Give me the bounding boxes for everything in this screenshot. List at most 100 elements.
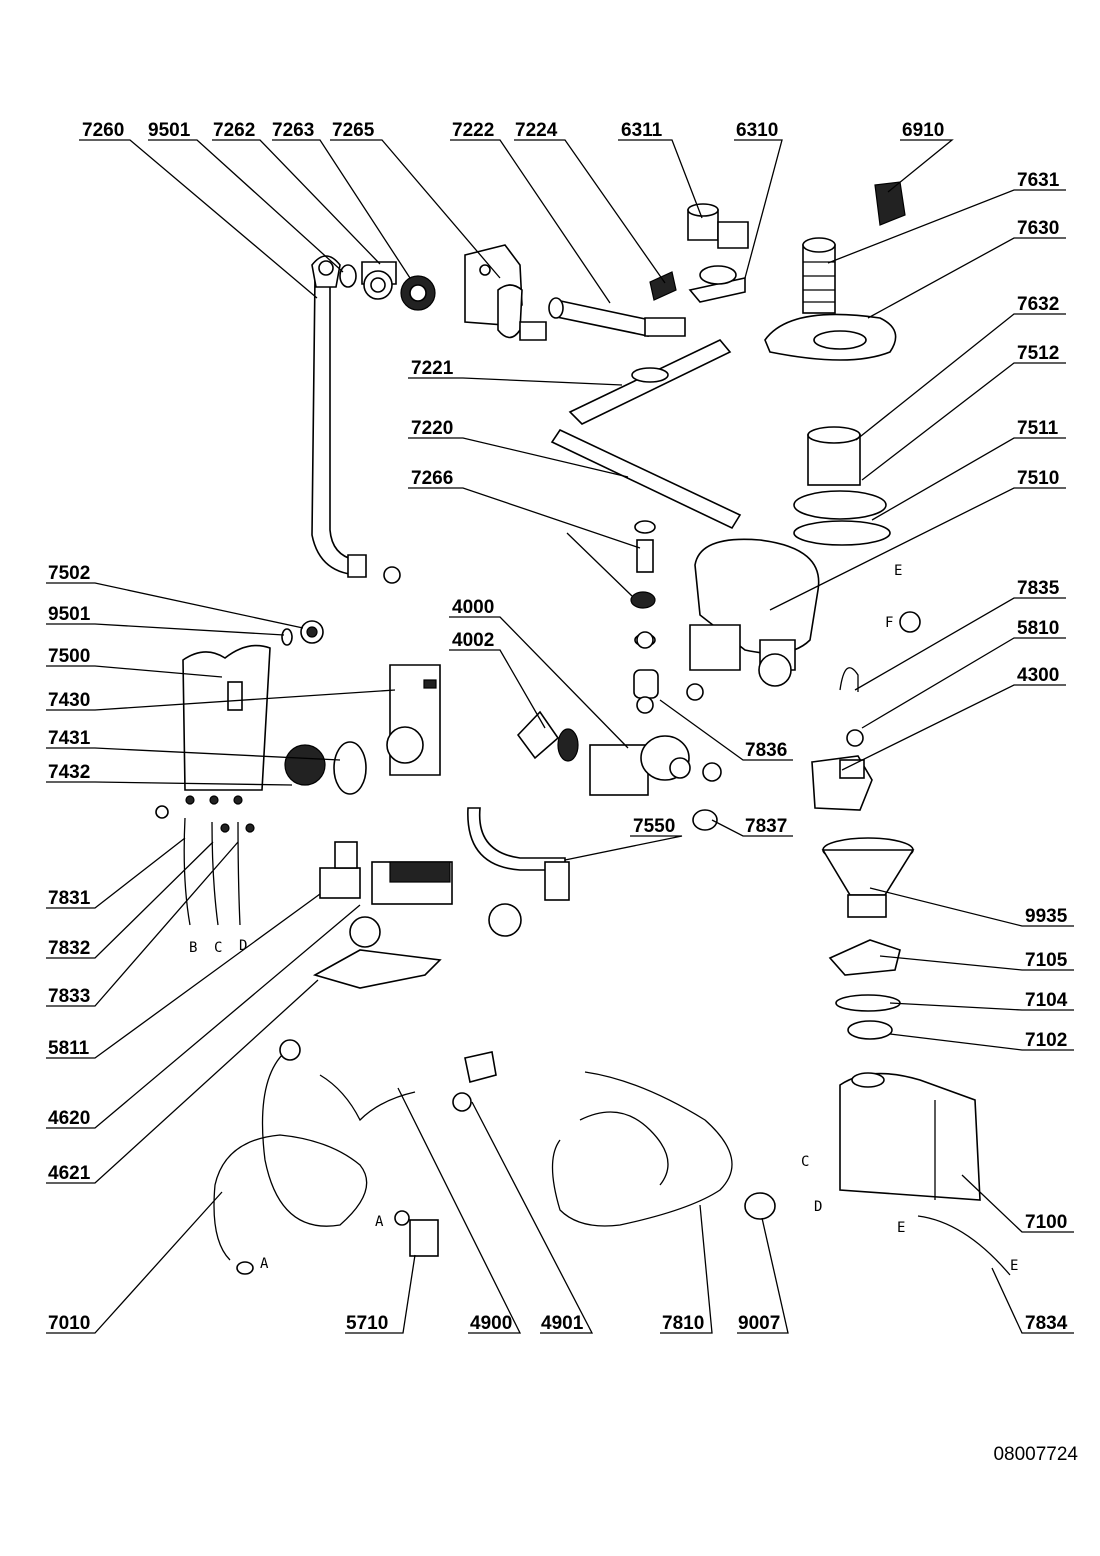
label-7102: 7102 [1025, 1030, 1067, 1051]
label-7630: 7630 [1017, 218, 1059, 239]
bracket-7224 [649, 271, 677, 301]
label-7105: 7105 [1025, 950, 1068, 971]
sensor-4901 [452, 1051, 497, 1112]
bracket-4621 [312, 949, 442, 989]
label-7632: 7632 [1017, 294, 1059, 315]
coupler-4002 [516, 710, 579, 762]
cap-6310 [688, 265, 746, 303]
label-9501b: 9501 [48, 604, 91, 625]
hose-7836 [633, 631, 704, 714]
valve-5811 [319, 841, 522, 948]
label-7265: 7265 [332, 120, 375, 141]
label-7835: 7835 [1017, 578, 1060, 599]
label-7220: 7220 [411, 418, 453, 439]
label-7431: 7431 [48, 728, 91, 749]
label-4621: 4621 [48, 1163, 91, 1184]
ring-9501 [339, 264, 357, 288]
microfilter-7632 [807, 426, 861, 486]
label-7260: 7260 [82, 120, 124, 141]
label-6310: 6310 [736, 120, 778, 141]
clamp-f [899, 611, 921, 633]
label-7550: 7550 [633, 816, 675, 837]
hose-7550-end [544, 861, 570, 901]
clip-7262 [361, 261, 397, 300]
label-7836: 7836 [745, 740, 787, 761]
label-7432: 7432 [48, 762, 90, 783]
hoses-7831-7833 [155, 805, 255, 926]
bracket-6910 [874, 181, 906, 226]
plate-7630 [764, 313, 897, 361]
housing-7265 [464, 244, 547, 341]
label-7502: 7502 [48, 563, 90, 584]
letter-c: C [214, 940, 222, 956]
label-7833: 7833 [48, 986, 90, 1007]
label-7430: 7430 [48, 690, 90, 711]
ring-7102 [847, 1020, 893, 1040]
label-7262: 7262 [213, 120, 255, 141]
label-5810: 5810 [1017, 618, 1059, 639]
cable-4900 [319, 1074, 416, 1122]
letter-e-hose: E [1010, 1258, 1018, 1274]
label-7834: 7834 [1025, 1313, 1068, 1334]
label-7104: 7104 [1025, 990, 1068, 1011]
motor-4300 [811, 755, 873, 811]
softener-7500 [182, 644, 271, 805]
label-5710: 5710 [346, 1313, 388, 1334]
inlet-hose-7010 [213, 1051, 368, 1261]
label-7266: 7266 [411, 468, 453, 489]
label-7222: 7222 [452, 120, 494, 141]
label-7263: 7263 [272, 120, 314, 141]
dispenser-7430 [386, 664, 441, 776]
funnel-9935 [821, 837, 915, 918]
bushing-9007 [744, 1192, 776, 1220]
elbow-7837 [692, 809, 718, 831]
label-7837: 7837 [745, 816, 787, 837]
cap-7432 [284, 744, 326, 786]
filter-7631 [802, 237, 836, 314]
callout-labels: 7260 9501 7262 7263 7265 7222 7224 6311 … [48, 120, 1068, 1334]
label-7010: 7010 [48, 1313, 90, 1334]
label-4300: 4300 [1017, 665, 1059, 686]
label-7511: 7511 [1017, 418, 1059, 439]
label-9007: 9007 [738, 1313, 780, 1334]
label-9935: 9935 [1025, 906, 1068, 927]
label-4901: 4901 [541, 1313, 584, 1334]
letter-e: E [894, 563, 902, 579]
stack-7266 [630, 520, 656, 647]
spray-tube-7222 [548, 297, 686, 337]
label-4900: 4900 [470, 1313, 512, 1334]
ring-7512 [793, 490, 887, 520]
label-9501: 9501 [148, 120, 191, 141]
label-7510: 7510 [1017, 468, 1059, 489]
label-7100: 7100 [1025, 1212, 1067, 1233]
seal-7431 [333, 741, 367, 795]
connection-letters: B C D E F A A C D E E [189, 563, 1018, 1274]
tank-7100 [839, 1072, 981, 1201]
letter-b: B [189, 940, 197, 956]
drain-hose-7810 [551, 1071, 733, 1227]
label-4620: 4620 [48, 1108, 90, 1129]
hose-7834 [917, 1215, 1011, 1276]
label-4002: 4002 [452, 630, 494, 651]
valve-5710 [394, 1210, 439, 1257]
lower-arm-7220 [550, 428, 742, 530]
label-6311: 6311 [621, 120, 663, 141]
seal-7511 [793, 520, 891, 546]
label-7831: 7831 [48, 888, 91, 909]
diagram-reference-number: 08007724 [993, 1444, 1078, 1465]
label-7810: 7810 [662, 1313, 704, 1334]
sump-7510 [689, 538, 820, 687]
label-7500: 7500 [48, 646, 90, 667]
letter-e-tank: E [897, 1220, 905, 1236]
ring-9501b [281, 628, 293, 646]
pump-4000 [589, 735, 722, 796]
sensor-5810 [846, 729, 864, 747]
letter-c-tank: C [801, 1154, 809, 1170]
label-4000: 4000 [452, 597, 494, 618]
label-7832: 7832 [48, 938, 90, 959]
holder-6311 [687, 203, 749, 249]
part-drawings [155, 181, 1011, 1276]
nut-7263 [400, 275, 436, 311]
label-7512: 7512 [1017, 343, 1059, 364]
